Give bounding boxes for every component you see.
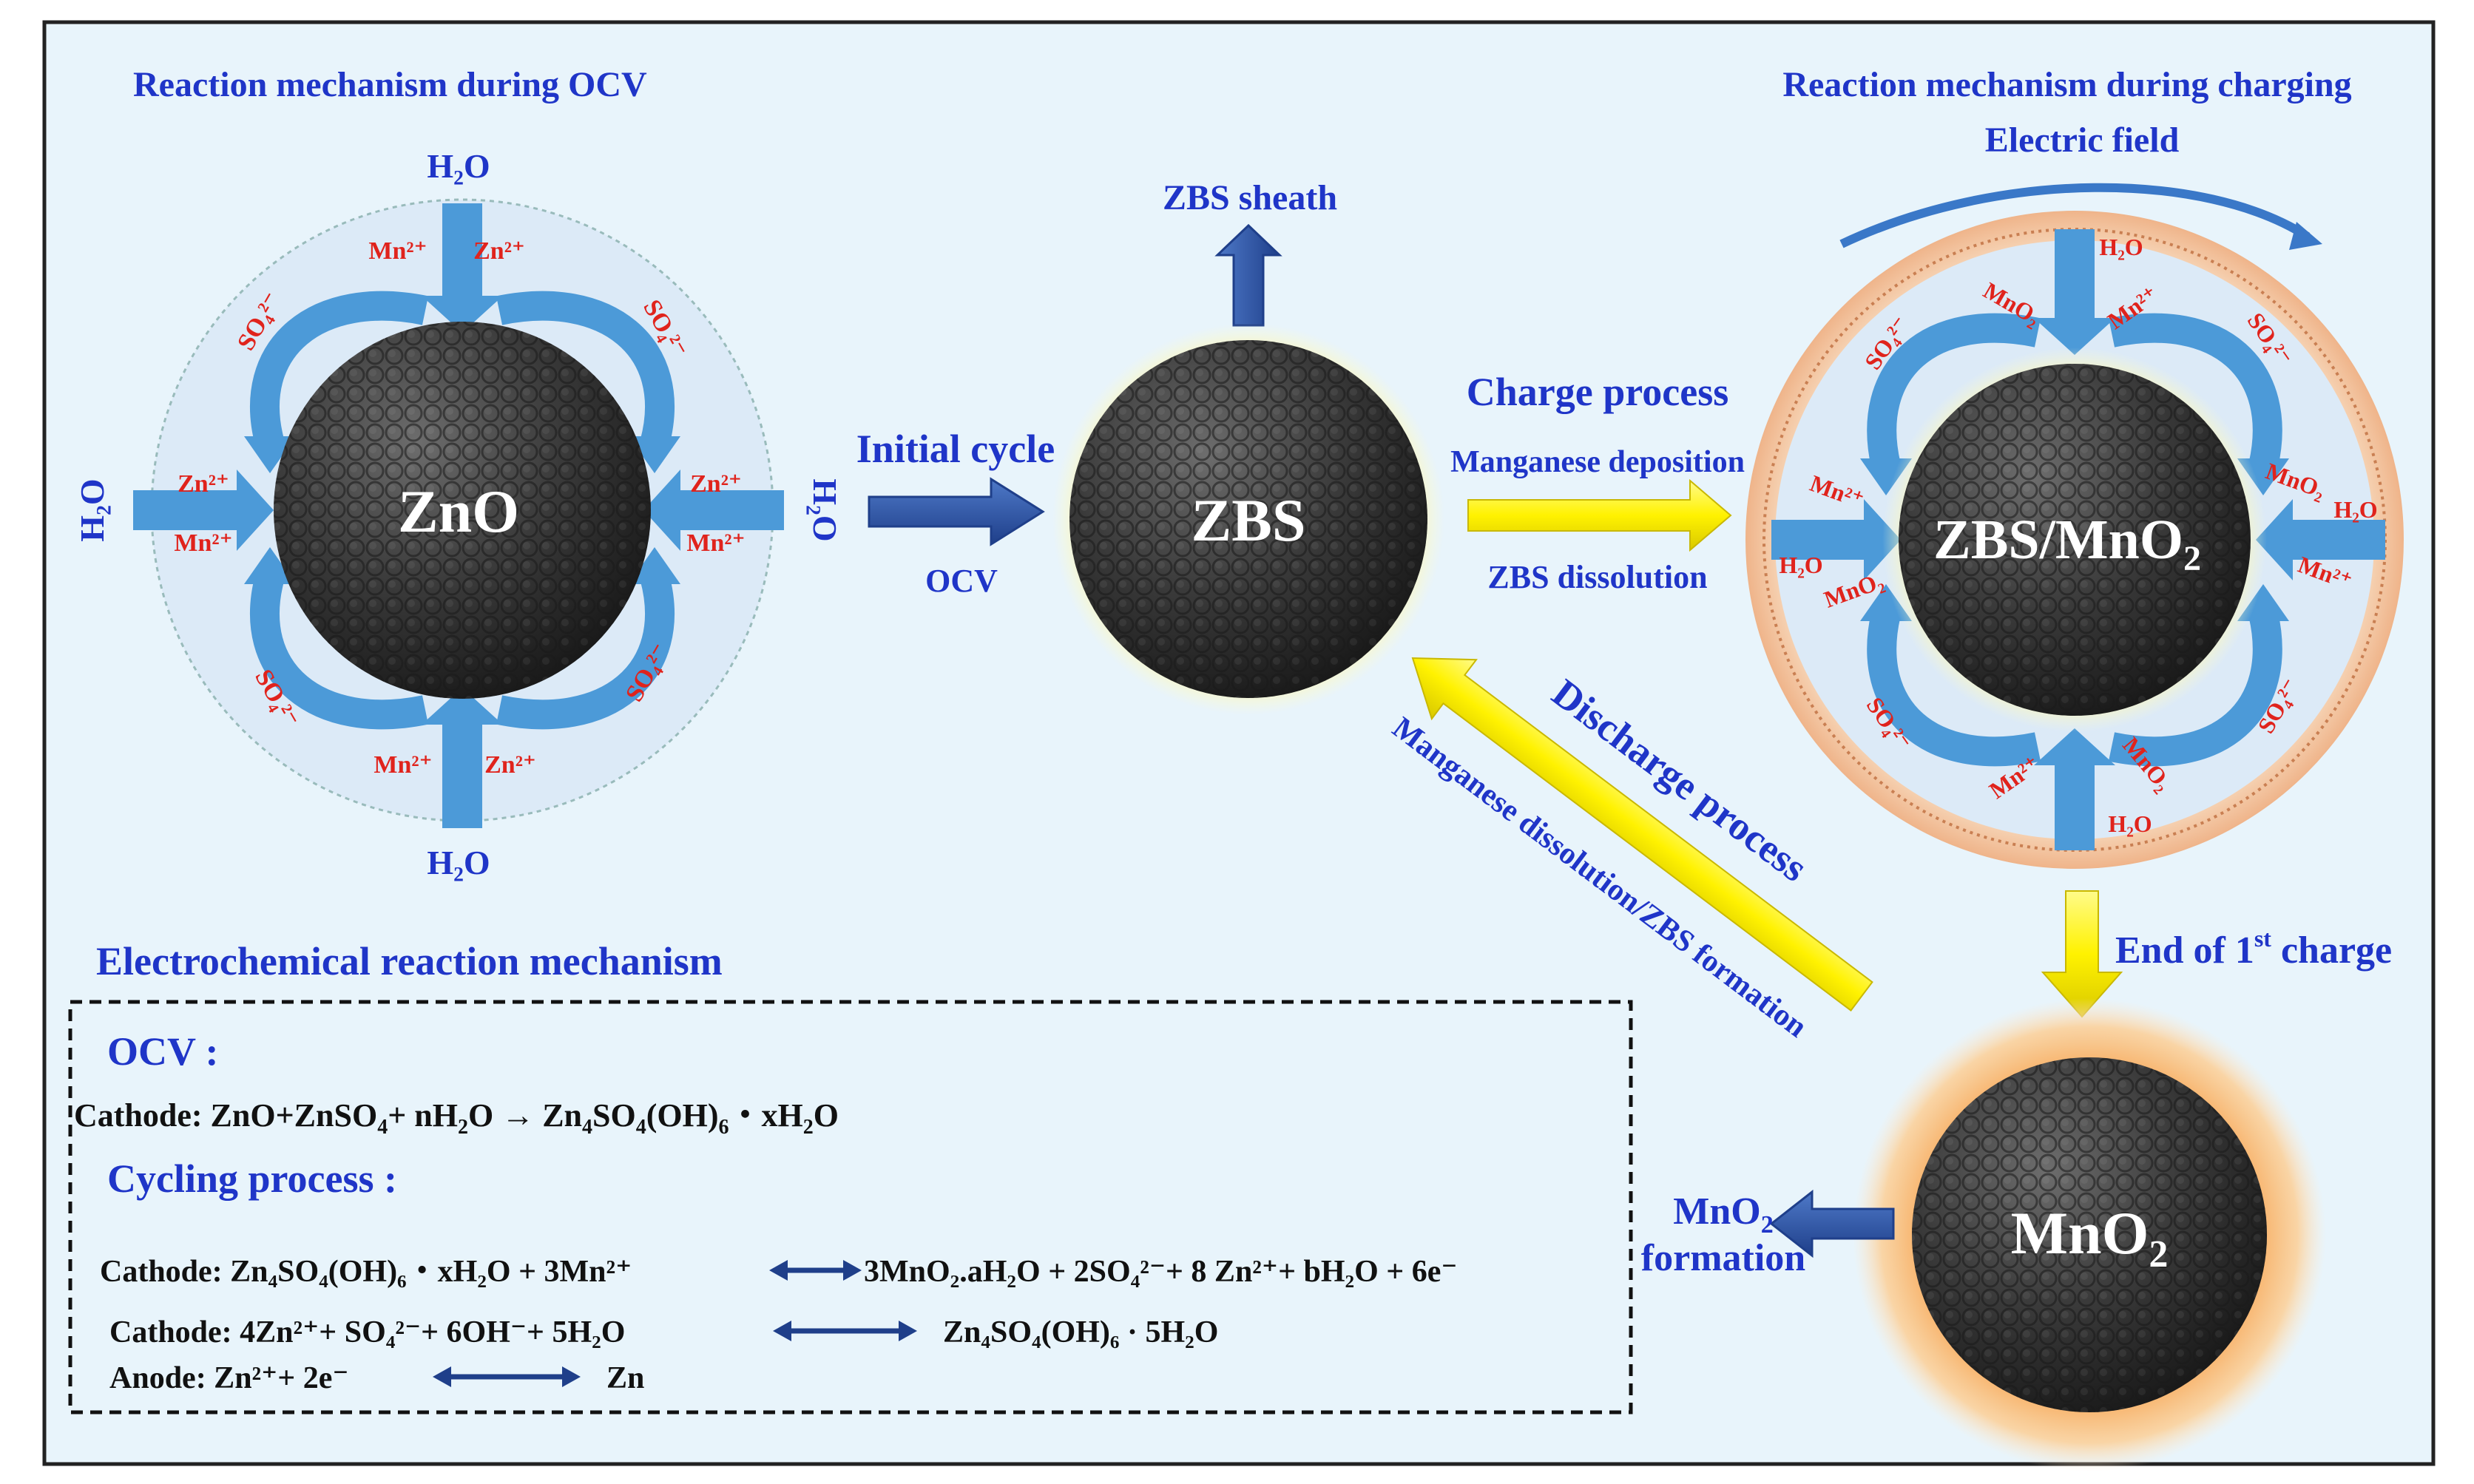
zbs-label: ZBS — [1192, 487, 1306, 554]
mechanism-box — [68, 1000, 1633, 1414]
ocv-h2o-right: H₂O — [806, 478, 844, 541]
cycling-eq2-left: Cathode: 4Zn²⁺+ SO₄²⁻+ 6OH⁻+ 5H₂O — [109, 1315, 625, 1349]
zbs-mno2-sphere-texture — [1899, 364, 2251, 716]
ocv-equation: Cathode: ZnO+ZnSO4+ nH2O → Zn4SO4(OH)6・x… — [74, 1097, 839, 1139]
ocv-mechanism-panel — [133, 198, 784, 828]
charging-section-title: Reaction mechanism during charging — [1782, 65, 2351, 104]
equation-arrows — [433, 1260, 917, 1387]
charge-process-line2: ZBS dissolution — [1487, 559, 1707, 595]
mechanism-cycling-heading: Cycling process : — [107, 1156, 397, 1201]
initial-cycle-arrow — [868, 477, 1045, 546]
electric-field-label: Electric field — [1985, 121, 2180, 160]
discharge-arrow — [1411, 657, 1873, 1012]
charge-process-arrow — [1467, 478, 1732, 552]
anode-eq-left: Anode: Zn²⁺+ 2e⁻ — [109, 1361, 349, 1395]
mno2-formation-arrow — [1769, 1189, 1895, 1258]
ocv-curved-arrows — [250, 291, 675, 730]
ocv-mn-left: Mn²⁺ — [174, 529, 232, 557]
charging-h2o-top: H₂O — [2099, 234, 2143, 260]
charging-mechanism-panel — [1745, 183, 2404, 869]
charging-h2o-left: H₂O — [1779, 552, 1822, 578]
ocv-zn-left: Zn²⁺ — [178, 470, 229, 498]
electric-field-arc — [1839, 183, 2311, 248]
cycling-eq2-right: Zn₄SO₄(OH)₆ · 5H₂O — [943, 1315, 1218, 1349]
cycling-eq1-left: Cathode: Zn₄SO₄(OH)₆・xH₂O + 3Mn²⁺ — [100, 1255, 632, 1289]
mechanism-title: Electrochemical reaction mechanism — [96, 939, 723, 983]
zbs-mno2-label: ZBS/MnO2 — [1933, 509, 2201, 578]
anode-eq-right: Zn — [606, 1361, 644, 1395]
mno2-formation-line2: formation — [1641, 1237, 1805, 1279]
end-of-charge-arrow — [2041, 890, 2123, 1018]
ocv-mn-bottom: Mn²⁺ — [374, 751, 432, 779]
charging-h2o-bottom: H₂O — [2108, 810, 2152, 837]
charging-h2o-right: H₂O — [2333, 496, 2377, 523]
zno-label: ZnO — [398, 478, 519, 545]
ocv-section-title: Reaction mechanism during OCV — [133, 65, 647, 104]
charge-process-title: Charge process — [1467, 370, 1728, 414]
cycling-eq1-right: 3MnO₂.aH₂O + 2SO₄²⁻+ 8 Zn²⁺+ bH₂O + 6e⁻ — [864, 1255, 1458, 1289]
ocv-mn-top: Mn²⁺ — [368, 237, 427, 265]
ocv-h2o-top: H₂O — [427, 147, 490, 185]
ocv-inflow-arrows — [133, 203, 784, 828]
ocv-zn-right: Zn²⁺ — [690, 470, 742, 498]
initial-cycle-label: Initial cycle — [856, 427, 1055, 471]
initial-cycle-ocv-label: OCV — [925, 563, 998, 599]
mno2-particle-label: MnO2 — [2011, 1199, 2169, 1275]
mno2-formation-line1: MnO2 — [1673, 1190, 1773, 1239]
electric-field-arrowhead — [2289, 222, 2322, 250]
charging-inflow-arrows — [1771, 229, 2385, 850]
zbs-sheath-arrow — [1214, 223, 1282, 327]
mno2-sphere-texture — [1912, 1057, 2267, 1412]
ocv-curved-arrowheads — [244, 436, 680, 584]
charge-process-line1: Manganese deposition — [1450, 445, 1745, 479]
ocv-zn-bottom: Zn²⁺ — [484, 751, 536, 779]
end-of-charge-label: End of 1st charge — [2115, 925, 2392, 972]
ocv-h2o-left: H₂O — [73, 478, 111, 541]
mno2-particle-panel — [1853, 998, 2326, 1471]
ocv-h2o-bottom: H₂O — [427, 844, 490, 881]
zbs-sheath-label: ZBS sheath — [1163, 178, 1337, 217]
zbs-sphere-texture — [1069, 340, 1427, 698]
charging-curved-arrows — [1867, 313, 2282, 767]
ocv-zn-top: Zn²⁺ — [473, 237, 525, 265]
mechanism-ocv-heading: OCV : — [107, 1029, 219, 1074]
zbs-panel — [1052, 223, 1444, 715]
ocv-mn-right: Mn²⁺ — [686, 529, 745, 557]
zno-sphere-texture — [274, 322, 651, 699]
